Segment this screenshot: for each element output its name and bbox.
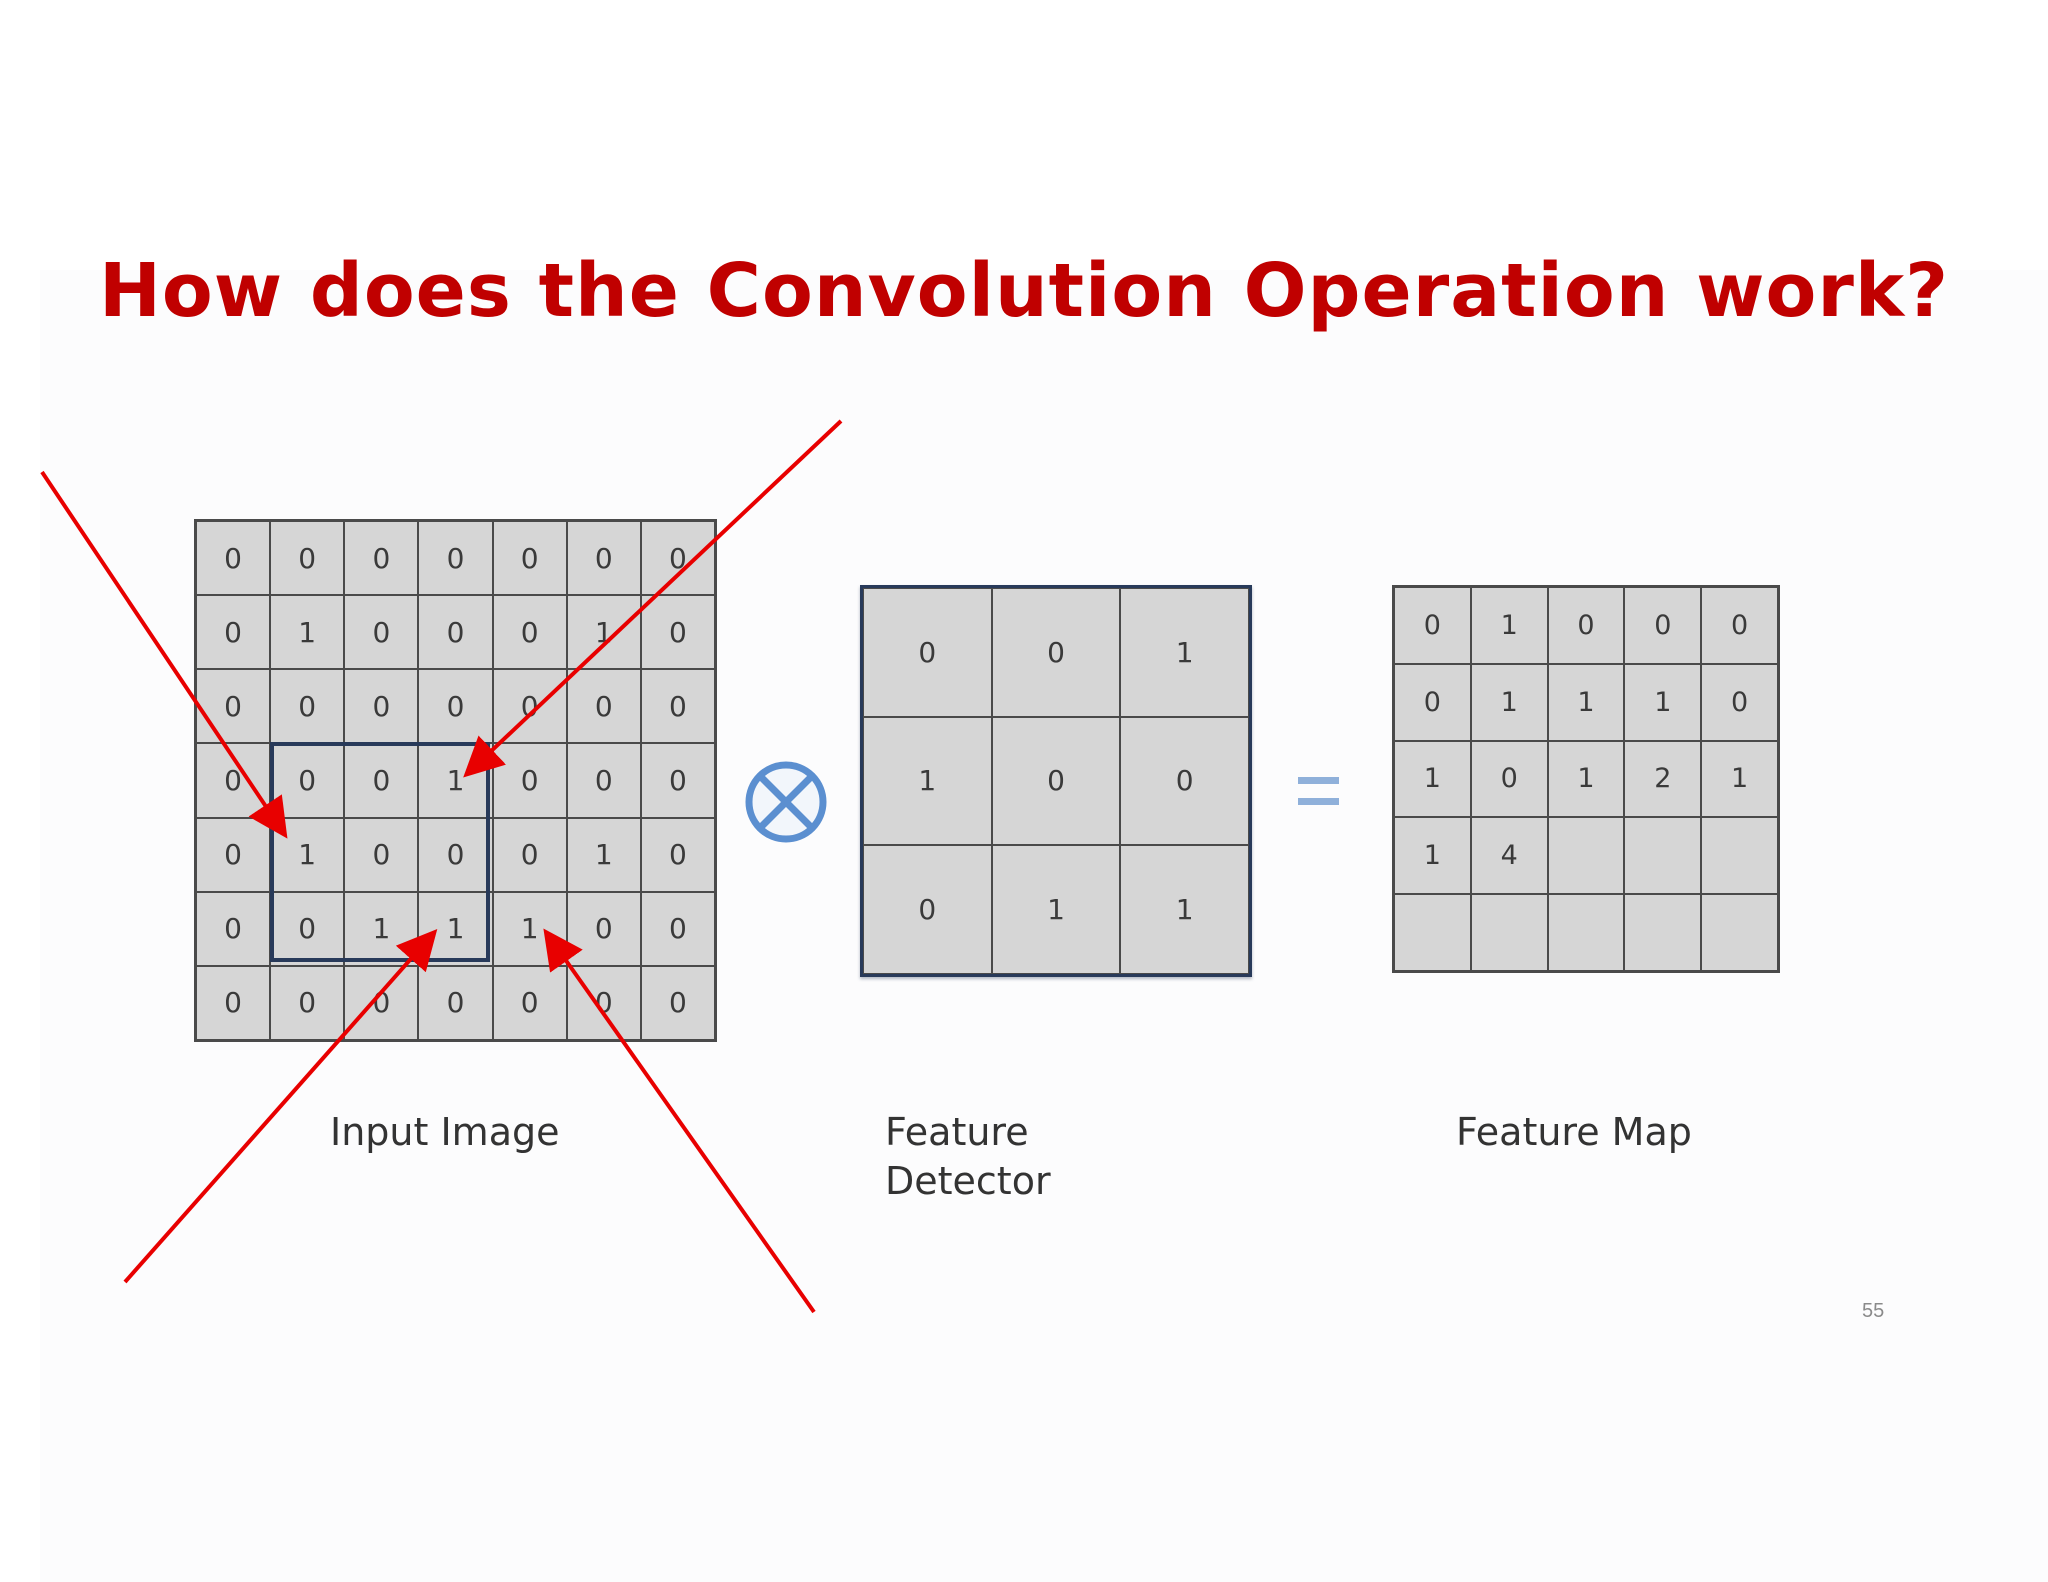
convolution-operator-icon <box>745 761 827 843</box>
feature-map-cell <box>1624 894 1702 971</box>
feature-map-cell <box>1624 817 1702 895</box>
input-image-cell: 0 <box>492 743 567 818</box>
arrow-bottom-right <box>543 928 816 1314</box>
input-image-cell: 0 <box>418 817 493 892</box>
feature-detector-cell: 0 <box>863 845 992 974</box>
feature-detector-cell: 0 <box>991 588 1121 717</box>
input-image-cell: 0 <box>640 891 715 966</box>
input-image-cell: 0 <box>270 965 345 1040</box>
input-image-cell: 0 <box>418 595 493 670</box>
feature-detector-cell: 1 <box>1120 845 1249 974</box>
feature-map-cell: 1 <box>1547 663 1625 741</box>
input-image-cell: 1 <box>418 891 493 966</box>
feature-map-cell <box>1547 894 1625 971</box>
input-image-cell: 0 <box>196 743 271 818</box>
feature-detector-cell: 0 <box>991 716 1121 846</box>
input-image-cell: 0 <box>196 891 271 966</box>
input-image-cell: 0 <box>196 965 271 1040</box>
input-image-cell: 0 <box>640 521 715 596</box>
feature-map-cell: 1 <box>1547 740 1625 818</box>
input-image-cell: 0 <box>270 521 345 596</box>
input-image-label: Input Image <box>330 1110 560 1154</box>
feature-detector-label-line1: Feature <box>885 1110 1029 1154</box>
feature-map-cell: 1 <box>1470 663 1548 741</box>
feature-map-label: Feature Map <box>1456 1110 1692 1154</box>
input-image-cell: 0 <box>492 817 567 892</box>
feature-map-cell: 0 <box>1624 587 1702 664</box>
input-image-cell: 0 <box>640 743 715 818</box>
feature-map-cell: 1 <box>1470 587 1548 664</box>
input-image-cell: 0 <box>344 817 419 892</box>
feature-map-cell: 2 <box>1624 740 1702 818</box>
arrow-bottom-left <box>123 929 438 1284</box>
feature-map-cell <box>1394 894 1471 971</box>
feature-map-cell <box>1701 894 1778 971</box>
feature-detector-cell: 1 <box>1120 588 1249 717</box>
input-image-cell: 0 <box>492 965 567 1040</box>
input-image-cell: 1 <box>344 891 419 966</box>
input-image-cell: 0 <box>196 595 271 670</box>
feature-map-cell: 1 <box>1394 817 1471 895</box>
feature-map-cell: 1 <box>1394 740 1471 818</box>
feature-detector-cell: 0 <box>863 588 992 717</box>
input-image-cell: 0 <box>418 521 493 596</box>
feature-map-cell: 1 <box>1701 740 1778 818</box>
feature-map-cell <box>1470 894 1548 971</box>
slide-title: How does the Convolution Operation work? <box>98 248 1950 334</box>
feature-map-cell: 1 <box>1624 663 1702 741</box>
feature-detector-cell: 1 <box>863 716 992 846</box>
arrow-top-left <box>40 470 288 839</box>
input-image-cell: 0 <box>640 817 715 892</box>
feature-map-cell: 0 <box>1394 587 1471 664</box>
feature-map-cell: 0 <box>1701 663 1778 741</box>
feature-detector-label-line2: Detector <box>885 1159 1051 1203</box>
input-image-cell: 0 <box>492 521 567 596</box>
input-image-cell: 0 <box>566 521 641 596</box>
feature-map-cell: 4 <box>1470 817 1548 895</box>
input-image-cell: 0 <box>492 669 567 744</box>
input-image-cell: 0 <box>640 965 715 1040</box>
input-image-cell: 0 <box>566 743 641 818</box>
feature-map-cell: 0 <box>1470 740 1548 818</box>
feature-detector-cell: 1 <box>991 845 1121 974</box>
input-image-cell: 1 <box>566 817 641 892</box>
input-image-cell: 0 <box>196 521 271 596</box>
input-image-cell: 0 <box>566 669 641 744</box>
feature-map-cell: 0 <box>1394 663 1471 741</box>
input-image-cell: 0 <box>492 595 567 670</box>
input-image-cell: 0 <box>344 521 419 596</box>
input-image-cell: 0 <box>640 595 715 670</box>
input-image-cell: 0 <box>418 965 493 1040</box>
input-image-cell: 0 <box>344 595 419 670</box>
feature-detector-cell: 0 <box>1120 716 1249 846</box>
equals-icon <box>1298 777 1339 805</box>
arrow-top-right <box>463 419 843 778</box>
feature-map-cell: 0 <box>1547 587 1625 664</box>
page-number: 55 <box>1862 1300 1885 1322</box>
input-image-cell: 0 <box>196 817 271 892</box>
input-image-cell: 1 <box>270 595 345 670</box>
input-image-cell: 0 <box>640 669 715 744</box>
feature-map-cell <box>1547 817 1625 895</box>
feature-map-cell <box>1701 817 1778 895</box>
feature-map-cell: 0 <box>1701 587 1778 664</box>
